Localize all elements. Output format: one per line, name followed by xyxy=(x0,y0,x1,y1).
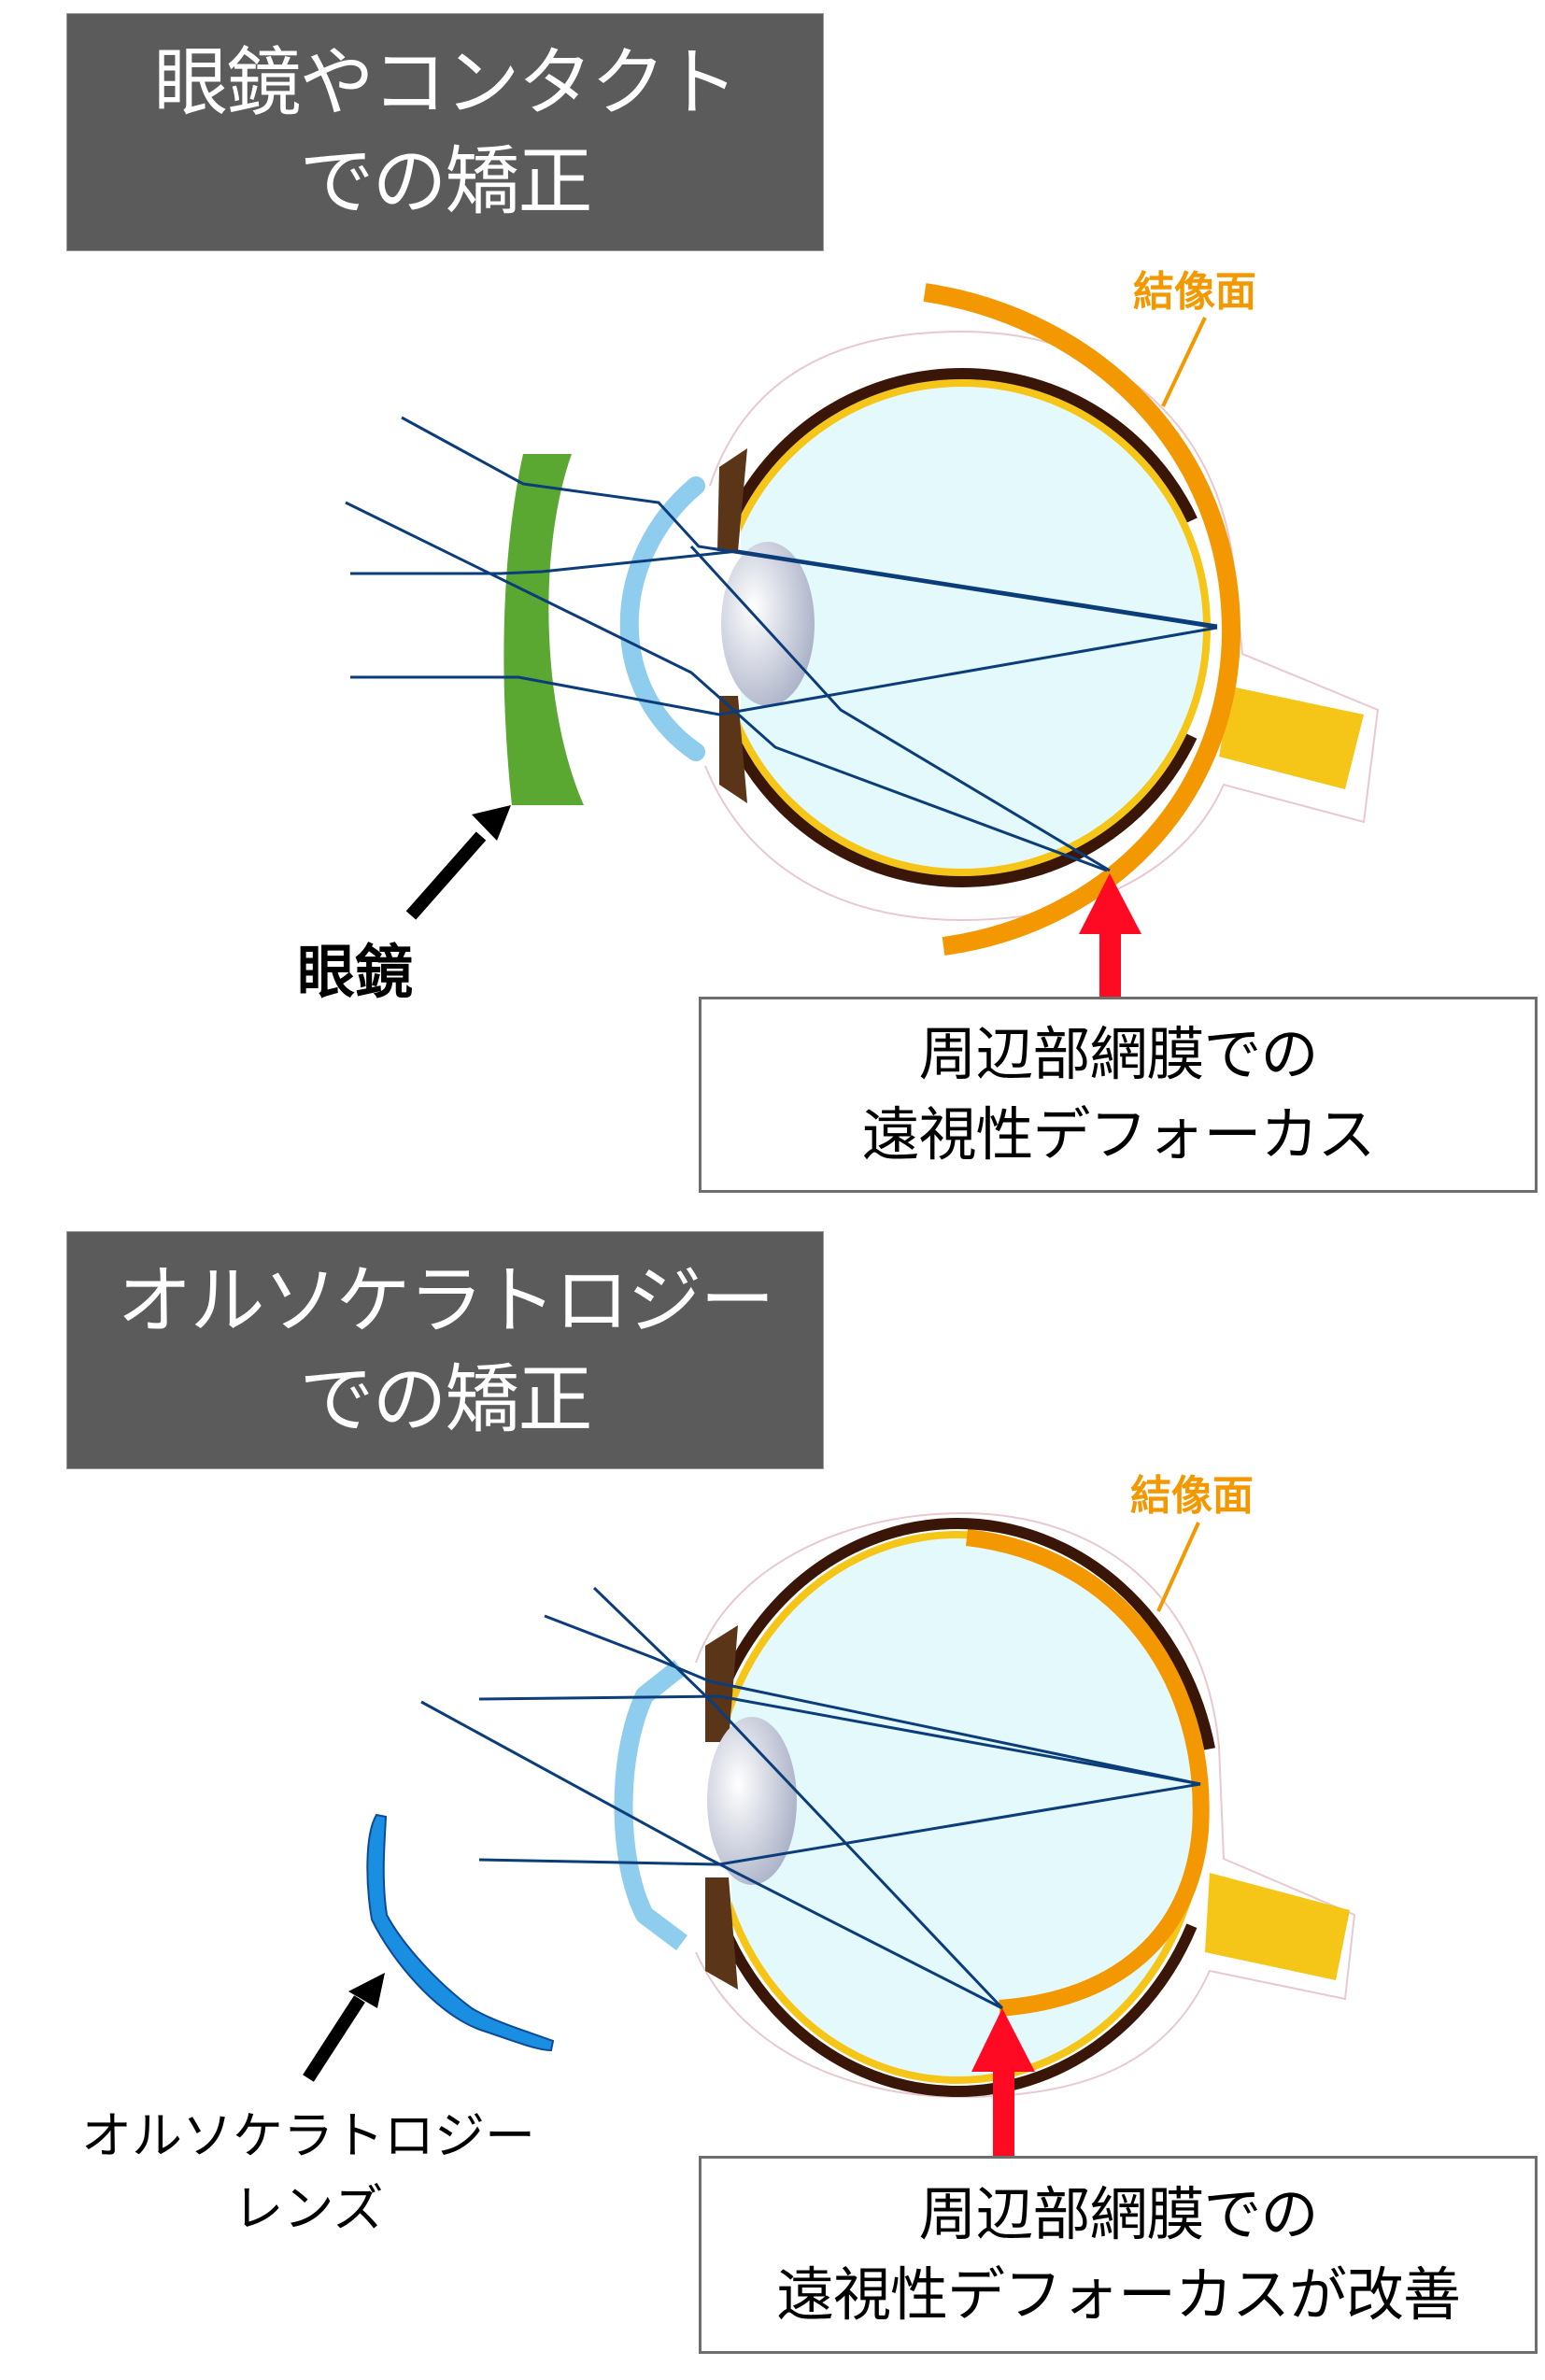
section2-image-plane-label: 結像面 xyxy=(1130,1472,1254,1520)
section2-callout-box: 周辺部網膜での 遠視性デフォーカスが改善 xyxy=(699,2156,1538,2354)
section2-title-line2: での矯正 xyxy=(299,1355,593,1443)
crystalline-lens xyxy=(721,542,815,706)
iris-lower xyxy=(705,1877,738,1990)
glasses-lens xyxy=(503,454,584,805)
ortho-pointer-arrowhead xyxy=(348,1973,385,2008)
section2-title-line1: オルソケラトロジー xyxy=(117,1256,775,1344)
optic-nerve xyxy=(1205,1873,1350,1980)
ortho-pointer-arrow-shaft xyxy=(303,1995,365,2082)
vitreous-body xyxy=(717,383,1207,872)
vitreous-body xyxy=(713,1535,1202,2080)
crystalline-lens xyxy=(707,1717,797,1885)
glasses-pointer-arrow-shaft xyxy=(405,831,487,920)
iris-upper xyxy=(717,448,747,551)
optic-nerve xyxy=(1219,687,1364,789)
red-arrow-head xyxy=(1079,873,1141,934)
light-rays xyxy=(345,416,1218,872)
section2-ortho-lens-label-line1: オルソケラトロジー xyxy=(81,2106,535,2165)
image-plane-arc xyxy=(923,283,1241,956)
section1-eye-diagram xyxy=(345,283,1380,997)
red-arrow-shaft xyxy=(1099,934,1121,997)
section2-ortho-lens-label-line2: レンズ xyxy=(233,2179,384,2238)
image-plane-arc xyxy=(965,1529,1210,2017)
section1-glasses-label: 眼鏡 xyxy=(297,938,414,1006)
eye-outline xyxy=(695,1511,1356,2099)
iris-lower xyxy=(719,696,747,803)
red-arrow-head xyxy=(971,2008,1035,2072)
image-plane-leader xyxy=(1161,317,1207,407)
cornea xyxy=(619,476,705,761)
orthokeratology-lens xyxy=(366,1813,555,2052)
image-plane-leader xyxy=(1156,1522,1200,1612)
light-rays xyxy=(420,1586,1201,2010)
section2-title-box: オルソケラトロジー での矯正 xyxy=(66,1231,824,1469)
section1-callout-line1: 周辺部網膜での xyxy=(918,1020,1318,1088)
section1-title-line1: 眼鏡やコンタクト xyxy=(153,38,739,126)
section2-callout-line2: 遠視性デフォーカスが改善 xyxy=(775,2260,1461,2329)
section1-callout-line2: 遠視性デフォーカス xyxy=(861,1100,1375,1169)
section1-title-box: 眼鏡やコンタクト での矯正 xyxy=(66,13,824,251)
section2-ortho-lens-label: オルソケラトロジー レンズ xyxy=(75,2100,542,2245)
section1-image-plane-label: 結像面 xyxy=(1133,268,1256,316)
section1-title-line2: での矯正 xyxy=(299,137,593,225)
red-arrow-shaft xyxy=(993,2072,1014,2156)
section1-callout-box: 周辺部網膜での 遠視性デフォーカス xyxy=(699,997,1538,1193)
glasses-pointer-arrowhead xyxy=(472,805,511,841)
cornea-flattened xyxy=(614,1660,687,1950)
section2-callout-line1: 周辺部網膜での xyxy=(918,2180,1318,2248)
